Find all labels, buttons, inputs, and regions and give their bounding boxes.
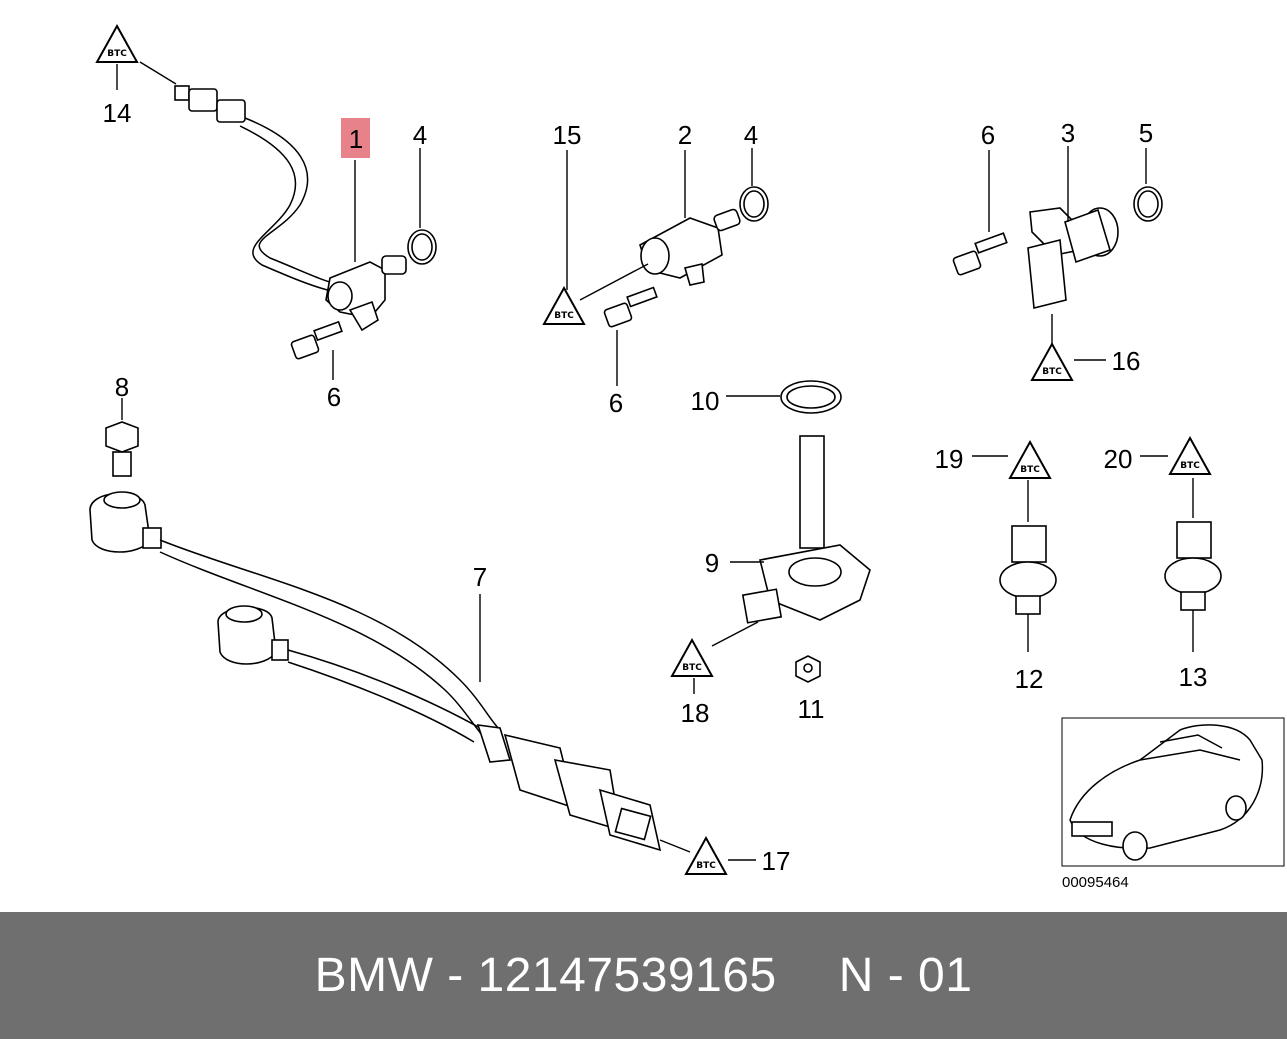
page-label: N - 01: [838, 949, 973, 1002]
callout-1: 1: [349, 124, 363, 154]
switch-part-12[interactable]: [999, 525, 1057, 615]
callout-6a: 6: [327, 382, 341, 412]
footer-bar: BMW - 12147539165 N - 01: [0, 912, 1287, 1039]
switch-part-13[interactable]: [1164, 521, 1222, 611]
callout-4b: 4: [744, 120, 758, 150]
callout-5: 5: [1139, 118, 1153, 148]
warning-icon: [685, 837, 727, 875]
footer-label: BMW - 12147539165 N - 01: [0, 912, 1287, 1039]
sensor-part-9[interactable]: [741, 435, 871, 624]
harness-part-7[interactable]: [89, 491, 662, 852]
bolt-part-8[interactable]: [105, 421, 139, 477]
callout-19: 19: [935, 444, 964, 474]
bolt-part-6a[interactable]: [290, 320, 343, 360]
callout-7: 7: [473, 562, 487, 592]
part-number-label: BMW - 12147539165: [314, 949, 777, 1002]
callout-15: 15: [553, 120, 582, 150]
vehicle-thumbnail: [1061, 717, 1285, 867]
sensor-part-3[interactable]: [1027, 207, 1119, 310]
callout-11: 11: [798, 694, 825, 724]
callout-18: 18: [681, 698, 710, 728]
callout-10: 10: [691, 386, 720, 416]
callout-12: 12: [1015, 664, 1044, 694]
callout-4a: 4: [413, 120, 427, 150]
callout-2: 2: [678, 120, 692, 150]
callout-9: 9: [705, 548, 719, 578]
sensor-part-2[interactable]: [639, 208, 741, 286]
callout-20: 20: [1104, 444, 1133, 474]
highlight-marker: [341, 118, 370, 158]
nut-part-11[interactable]: [795, 655, 821, 683]
callout-13: 13: [1179, 662, 1208, 692]
warning-icon: [96, 25, 138, 63]
callout-6c: 6: [981, 120, 995, 150]
sensor-part-1[interactable]: [174, 85, 407, 332]
warning-icon: [1009, 441, 1051, 479]
callout-8: 8: [115, 372, 129, 402]
reference-number: 00095464: [1062, 874, 1129, 891]
callout-3: 3: [1061, 118, 1075, 148]
warning-icon: [543, 287, 585, 325]
parts-diagram: BTC 1 14 4 6 2 4 15: [89, 25, 1285, 891]
callout-6b: 6: [609, 388, 623, 418]
bolt-part-6b[interactable]: [603, 286, 658, 328]
warning-icon: [1031, 343, 1073, 381]
warning-icon: [671, 639, 713, 677]
callout-16: 16: [1112, 346, 1141, 376]
callout-17: 17: [762, 846, 791, 876]
bolt-part-6c[interactable]: [952, 232, 1008, 276]
warning-icon: [1169, 437, 1211, 475]
callout-14: 14: [103, 98, 132, 128]
